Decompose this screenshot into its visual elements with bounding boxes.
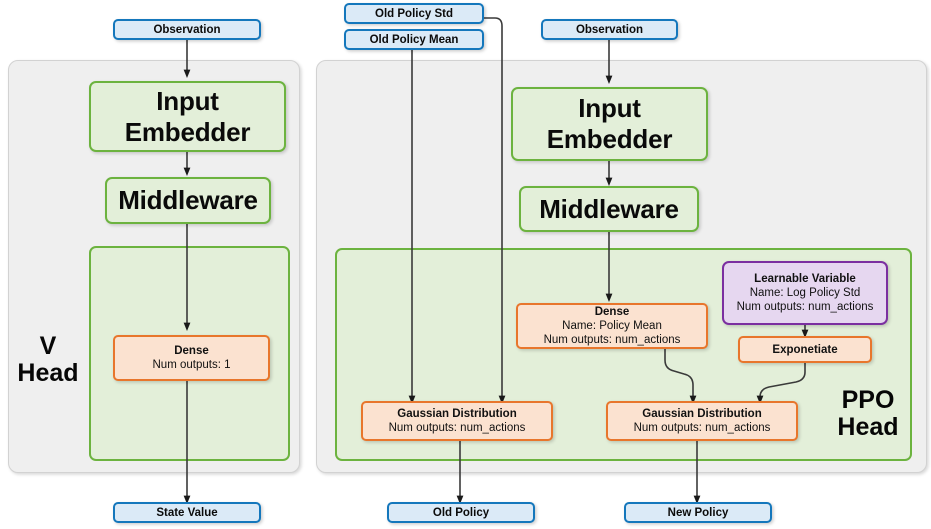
v-head-input-embedder-label: Input Embedder bbox=[124, 85, 251, 147]
ppo-head-middleware-label: Middleware bbox=[539, 193, 679, 224]
ppo-head-label: PPO Head bbox=[822, 387, 914, 441]
v-head-dense-num-outputs: Num outputs: 1 bbox=[152, 359, 231, 371]
input-observation-left-label: Observation bbox=[153, 23, 221, 36]
output-old-policy-label: Old Policy bbox=[432, 506, 490, 519]
output-state-value-label: State Value bbox=[156, 506, 218, 519]
input-observation-right-label: Observation bbox=[575, 23, 644, 36]
learnable-variable-num-outputs: Num outputs: num_actions bbox=[736, 301, 874, 313]
v-head-dense-title: Dense bbox=[174, 345, 209, 357]
learnable-variable-name: Name: Log Policy Std bbox=[749, 287, 861, 299]
gaussian-old-title: Gaussian Distribution bbox=[397, 408, 517, 420]
output-state-value[interactable]: State Value bbox=[113, 502, 261, 523]
ppo-head-dense-name: Name: Policy Mean bbox=[562, 320, 662, 332]
input-old-policy-std-label: Old Policy Std bbox=[375, 7, 453, 20]
v-head-dense[interactable]: Dense Num outputs: 1 bbox=[113, 335, 270, 381]
input-observation-left[interactable]: Observation bbox=[113, 19, 261, 40]
ppo-head-label-line1: PPO bbox=[841, 386, 895, 414]
ppo-head-gaussian-new[interactable]: Gaussian Distribution Num outputs: num_a… bbox=[606, 401, 798, 441]
ppo-head-input-embedder[interactable]: Input Embedder bbox=[511, 87, 708, 161]
v-head-input-embedder[interactable]: Input Embedder bbox=[89, 81, 286, 152]
gaussian-old-num-outputs: Num outputs: num_actions bbox=[388, 422, 526, 434]
input-old-policy-mean-label: Old Policy Mean bbox=[369, 33, 459, 46]
ppo-head-gaussian-old[interactable]: Gaussian Distribution Num outputs: num_a… bbox=[361, 401, 553, 441]
output-new-policy[interactable]: New Policy bbox=[624, 502, 772, 523]
v-head-middleware[interactable]: Middleware bbox=[105, 177, 271, 224]
v-head-middleware-label: Middleware bbox=[118, 185, 258, 215]
learnable-variable-title: Learnable Variable bbox=[754, 273, 856, 285]
ppo-head-middleware[interactable]: Middleware bbox=[519, 186, 699, 232]
ppo-head-label-line2: Head bbox=[837, 413, 899, 441]
ppo-head-input-embedder-label: Input Embedder bbox=[546, 93, 673, 154]
v-head-label: V Head bbox=[12, 333, 84, 387]
ppo-head-dense-num-outputs: Num outputs: num_actions bbox=[543, 334, 681, 346]
ppo-head-dense-title: Dense bbox=[594, 306, 630, 318]
gaussian-new-num-outputs: Num outputs: num_actions bbox=[633, 422, 771, 434]
input-old-policy-std[interactable]: Old Policy Std bbox=[344, 3, 484, 24]
v-head-label-line1: V bbox=[39, 332, 57, 360]
input-observation-right[interactable]: Observation bbox=[541, 19, 678, 40]
input-old-policy-mean[interactable]: Old Policy Mean bbox=[344, 29, 484, 50]
output-old-policy[interactable]: Old Policy bbox=[387, 502, 535, 523]
output-new-policy-label: New Policy bbox=[667, 506, 729, 519]
gaussian-new-title: Gaussian Distribution bbox=[642, 408, 762, 420]
ppo-head-exponetiate-label: Exponetiate bbox=[772, 343, 838, 356]
ppo-head-learnable-variable[interactable]: Learnable Variable Name: Log Policy Std … bbox=[722, 261, 888, 325]
v-head-label-line2: Head bbox=[17, 359, 79, 387]
ppo-head-dense-policy-mean[interactable]: Dense Name: Policy Mean Num outputs: num… bbox=[516, 303, 708, 349]
ppo-head-exponetiate[interactable]: Exponetiate bbox=[738, 336, 872, 363]
